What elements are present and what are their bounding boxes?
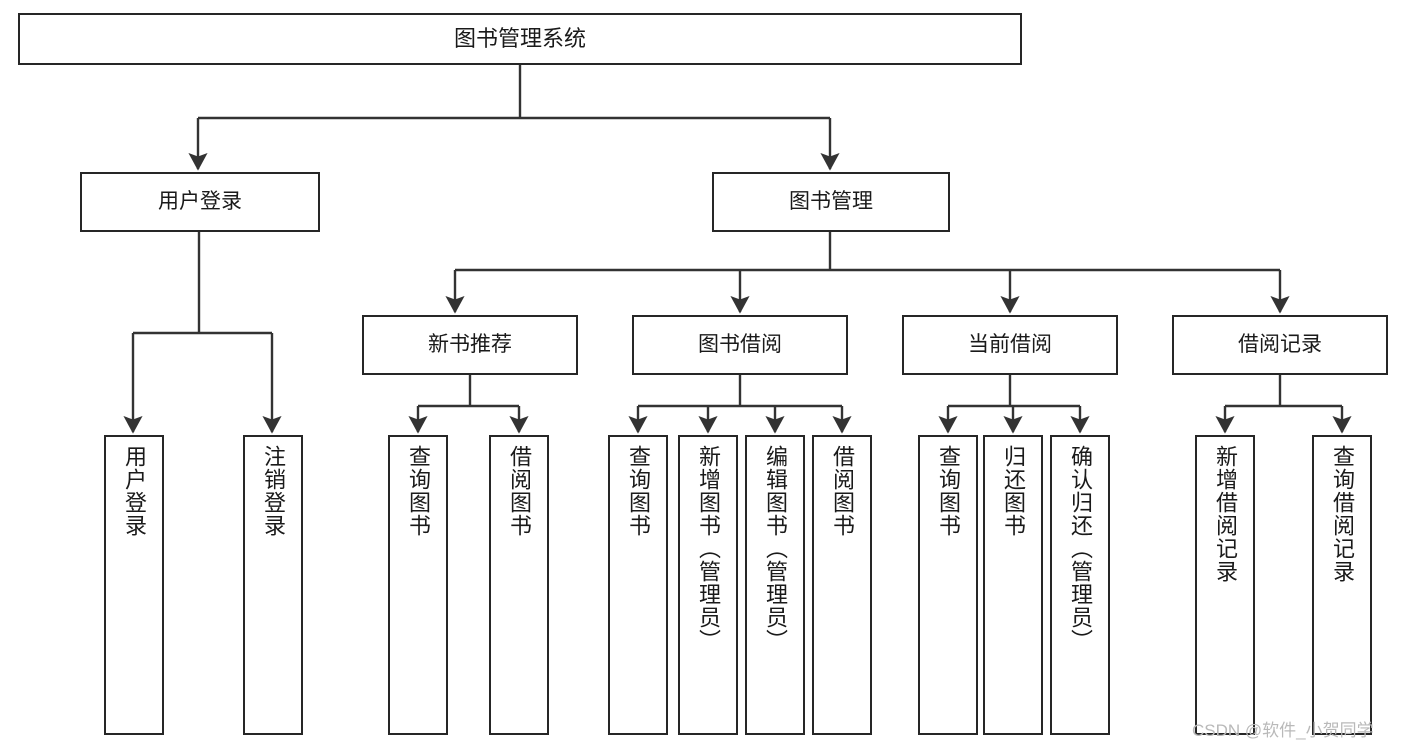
node-leaf-cb-return-book[interactable]: 归还图书 bbox=[983, 435, 1043, 735]
node-label: 图书管理系统 bbox=[453, 26, 586, 52]
node-current-borrow[interactable]: 当前借阅 bbox=[902, 315, 1118, 375]
node-leaf-cb-query-book[interactable]: 查询图书 bbox=[918, 435, 978, 735]
node-label: 图书借阅 bbox=[698, 332, 782, 356]
node-leaf-user-logout[interactable]: 注销登录 bbox=[243, 435, 303, 735]
node-leaf-cb-confirm-return[interactable]: 确认归还（管理员） bbox=[1050, 435, 1110, 735]
node-leaf-rec-query-book[interactable]: 查询图书 bbox=[388, 435, 448, 735]
csdn-watermark: CSDN @软件_小贺同学 bbox=[1192, 721, 1374, 740]
node-label: 归还图书 bbox=[1001, 445, 1026, 537]
node-label: 新书推荐 bbox=[428, 332, 512, 356]
node-leaf-bb-add-book[interactable]: 新增图书（管理员） bbox=[678, 435, 738, 735]
node-leaf-br-query-record[interactable]: 查询借阅记录 bbox=[1312, 435, 1372, 735]
node-root[interactable]: 图书管理系统 bbox=[18, 13, 1022, 65]
node-label: 用户登录 bbox=[158, 189, 242, 213]
node-book-borrow[interactable]: 图书借阅 bbox=[632, 315, 848, 375]
node-leaf-user-login[interactable]: 用户登录 bbox=[104, 435, 164, 735]
node-leaf-br-add-record[interactable]: 新增借阅记录 bbox=[1195, 435, 1255, 735]
node-borrow-record[interactable]: 借阅记录 bbox=[1172, 315, 1388, 375]
node-label: 借阅记录 bbox=[1238, 332, 1322, 356]
node-label: 当前借阅 bbox=[968, 332, 1052, 356]
node-label: 查询图书 bbox=[406, 445, 431, 537]
node-leaf-bb-query-book[interactable]: 查询图书 bbox=[608, 435, 668, 735]
node-label: 新增借阅记录 bbox=[1213, 445, 1238, 583]
node-label: 编辑图书（管理员） bbox=[763, 445, 788, 652]
node-label: 查询图书 bbox=[626, 445, 651, 537]
node-label: 查询借阅记录 bbox=[1330, 445, 1355, 583]
node-leaf-bb-edit-book[interactable]: 编辑图书（管理员） bbox=[745, 435, 805, 735]
node-user-login[interactable]: 用户登录 bbox=[80, 172, 320, 232]
node-label: 注销登录 bbox=[261, 445, 286, 537]
node-leaf-rec-borrow-book[interactable]: 借阅图书 bbox=[489, 435, 549, 735]
node-label: 新增图书（管理员） bbox=[696, 445, 721, 652]
node-label: 查询图书 bbox=[936, 445, 961, 537]
node-label: 用户登录 bbox=[122, 445, 147, 537]
node-label: 图书管理 bbox=[789, 189, 873, 213]
node-label: 借阅图书 bbox=[507, 445, 532, 537]
node-book-manage[interactable]: 图书管理 bbox=[712, 172, 950, 232]
node-label: 借阅图书 bbox=[830, 445, 855, 537]
node-new-book-recommend[interactable]: 新书推荐 bbox=[362, 315, 578, 375]
node-label: 确认归还（管理员） bbox=[1068, 445, 1093, 652]
node-leaf-bb-borrow-book[interactable]: 借阅图书 bbox=[812, 435, 872, 735]
